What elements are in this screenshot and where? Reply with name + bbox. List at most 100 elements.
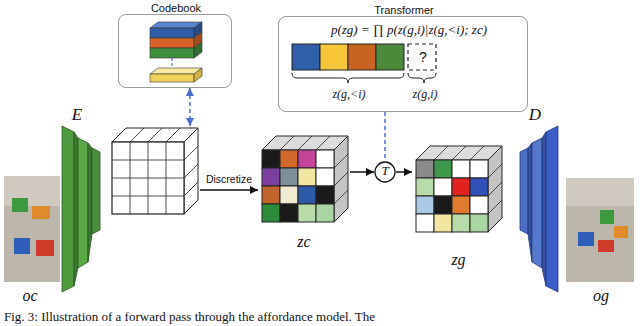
latent-cube (262, 136, 348, 222)
cube-side (334, 136, 348, 222)
cube-grid (334, 154, 348, 204)
code-cell (316, 204, 334, 222)
circle-shape (375, 162, 395, 182)
cube-top (262, 136, 348, 150)
code-cell (416, 160, 434, 178)
input-image (4, 176, 60, 282)
box-heading: Codebook (119, 1, 233, 15)
code-slab-top (150, 22, 202, 28)
cube-front (112, 142, 184, 214)
token (348, 44, 376, 70)
code-slab (150, 28, 194, 38)
code-cell (262, 186, 280, 204)
photo-ground (566, 178, 634, 282)
sequence-label: z(g,i) (380, 87, 470, 102)
cube-grid (130, 128, 180, 142)
image-label: oc (2, 286, 58, 306)
cube-grid (488, 164, 502, 214)
transformer-circle: T (374, 161, 396, 183)
code-cell (298, 150, 316, 168)
decoder-layer (542, 132, 546, 286)
decoder-layer (520, 148, 528, 234)
formula: p(zg) = ∏ p(z(g,i)|z(g,<i); zc) (293, 22, 525, 38)
underbrace (408, 73, 436, 83)
token-sequence (292, 44, 436, 83)
image-label: og (564, 286, 638, 306)
code-cell (316, 168, 334, 186)
code-slab (150, 48, 194, 58)
arrow-connector (200, 189, 258, 191)
circle-label: T (374, 163, 396, 179)
encoder-node: E (58, 126, 200, 295)
code-cell (452, 178, 470, 196)
feature-grid (112, 128, 198, 214)
code-cell (262, 168, 280, 186)
module-label: D (520, 104, 550, 125)
token (320, 44, 348, 70)
figure-caption: Fig. 3: Illustration of a forward pass t… (4, 309, 375, 324)
encoder-layer (78, 138, 88, 268)
sequence-label: z(g,<i) (304, 87, 394, 102)
encoder-layer (74, 132, 78, 286)
code-cell (298, 204, 316, 222)
toy-block (578, 232, 594, 246)
box-heading: Transformer (279, 3, 529, 17)
code-cell (452, 196, 470, 214)
cube-top (112, 128, 198, 142)
codebook-box: Codebook (118, 14, 232, 88)
token (376, 44, 404, 70)
next-token (408, 44, 436, 70)
code-cell (316, 186, 334, 204)
latent-label: zg (412, 250, 505, 270)
dashed-connector (189, 88, 191, 126)
toy-block (600, 210, 614, 224)
decoder-node: D (514, 126, 562, 295)
code-cell (416, 178, 434, 196)
photo-wall (566, 178, 634, 206)
toy-block (614, 226, 628, 238)
code-vector-side (194, 68, 202, 82)
circle-outline (374, 161, 396, 183)
code-cell (416, 196, 434, 214)
cube-grid (112, 142, 184, 214)
toy-block (598, 240, 614, 252)
cube-grid (434, 146, 484, 160)
decoder-layer (528, 143, 532, 262)
encoder-shape (62, 126, 100, 292)
latent-label: zc (258, 232, 350, 252)
code-cell (280, 186, 298, 204)
code-slab-side (194, 42, 202, 58)
underbrace (292, 73, 404, 83)
output-image (566, 178, 634, 282)
edge-label: Discretize (204, 173, 254, 186)
code-cell (280, 150, 298, 168)
cube-top (416, 146, 502, 160)
toy-block (14, 238, 30, 254)
code-cell (262, 204, 280, 222)
codebook-stack (150, 22, 202, 82)
code-cell (416, 214, 434, 232)
unknown-token: ? (409, 48, 437, 66)
latent-node: zc (258, 128, 350, 252)
input-image-node: oc (2, 176, 58, 304)
decoder-layer (532, 138, 542, 268)
code-vector-top (150, 68, 202, 74)
toy-block (12, 198, 28, 212)
code-slab (150, 38, 194, 48)
arrow-connector (396, 171, 412, 173)
encoder-layer (62, 126, 74, 292)
code-cell (470, 196, 488, 214)
code-vector (150, 74, 194, 82)
code-cell (434, 160, 452, 178)
decoder-layer (546, 126, 558, 292)
code-cell (316, 150, 334, 168)
cube-side (184, 128, 198, 214)
encoder-layer (92, 148, 100, 234)
photo-ground (4, 176, 60, 282)
code-cell (298, 186, 316, 204)
toy-block (36, 240, 54, 256)
output-image-node: og (564, 176, 638, 304)
token (292, 44, 320, 70)
